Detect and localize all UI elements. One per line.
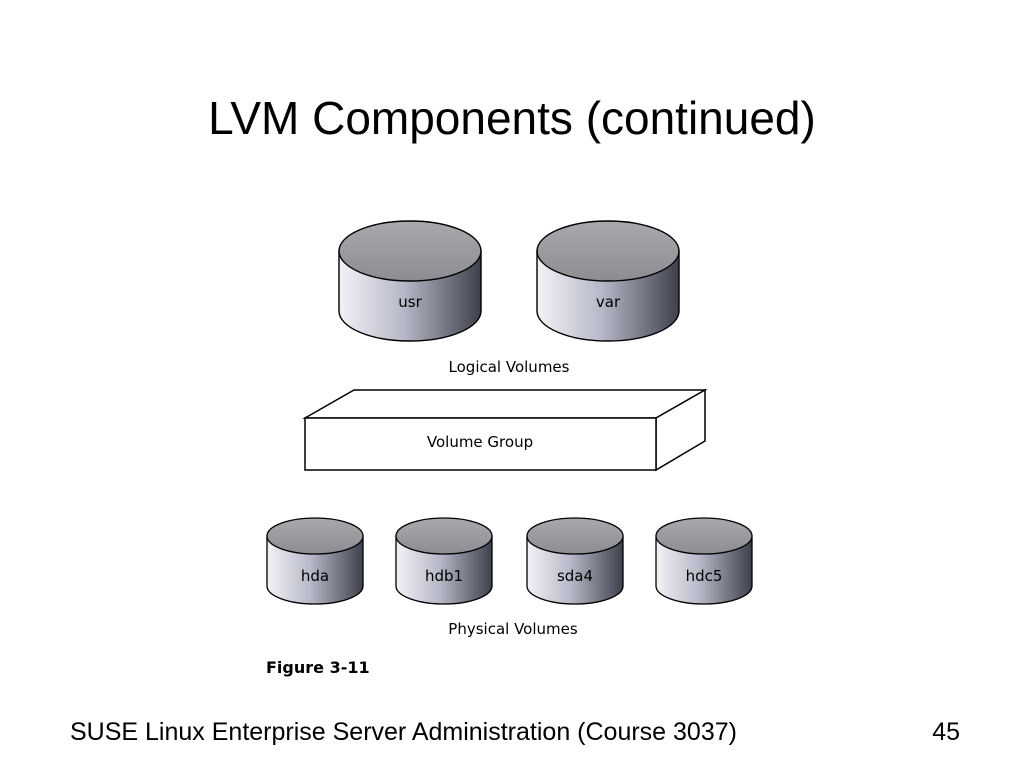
logical-volumes-caption: Logical Volumes <box>449 358 570 376</box>
volume-group-label: Volume Group <box>427 433 533 451</box>
logical-volume-label: usr <box>398 293 422 311</box>
physical-volume-sda4: sda4 <box>526 517 624 605</box>
physical-volume-hdc5: hdc5 <box>655 517 753 605</box>
physical-volume-label: hdc5 <box>686 567 723 585</box>
figure-caption: Figure 3-11 <box>266 658 370 677</box>
physical-volume-label: sda4 <box>557 567 593 585</box>
volume-group-box: Volume Group <box>302 388 708 472</box>
physical-volume-label: hda <box>301 567 329 585</box>
physical-volume-label: hdb1 <box>425 567 463 585</box>
slide-title: LVM Components (continued) <box>208 92 816 144</box>
logical-volume-usr: usr <box>338 220 482 342</box>
footer-course-title: SUSE Linux Enterprise Server Administrat… <box>70 718 737 746</box>
logical-volume-var: var <box>536 220 680 342</box>
physical-volume-hda: hda <box>266 517 364 605</box>
physical-volume-hdb1: hdb1 <box>395 517 493 605</box>
physical-volumes-caption: Physical Volumes <box>448 620 578 638</box>
logical-volume-label: var <box>596 293 621 311</box>
page-number: 45 <box>932 718 960 746</box>
